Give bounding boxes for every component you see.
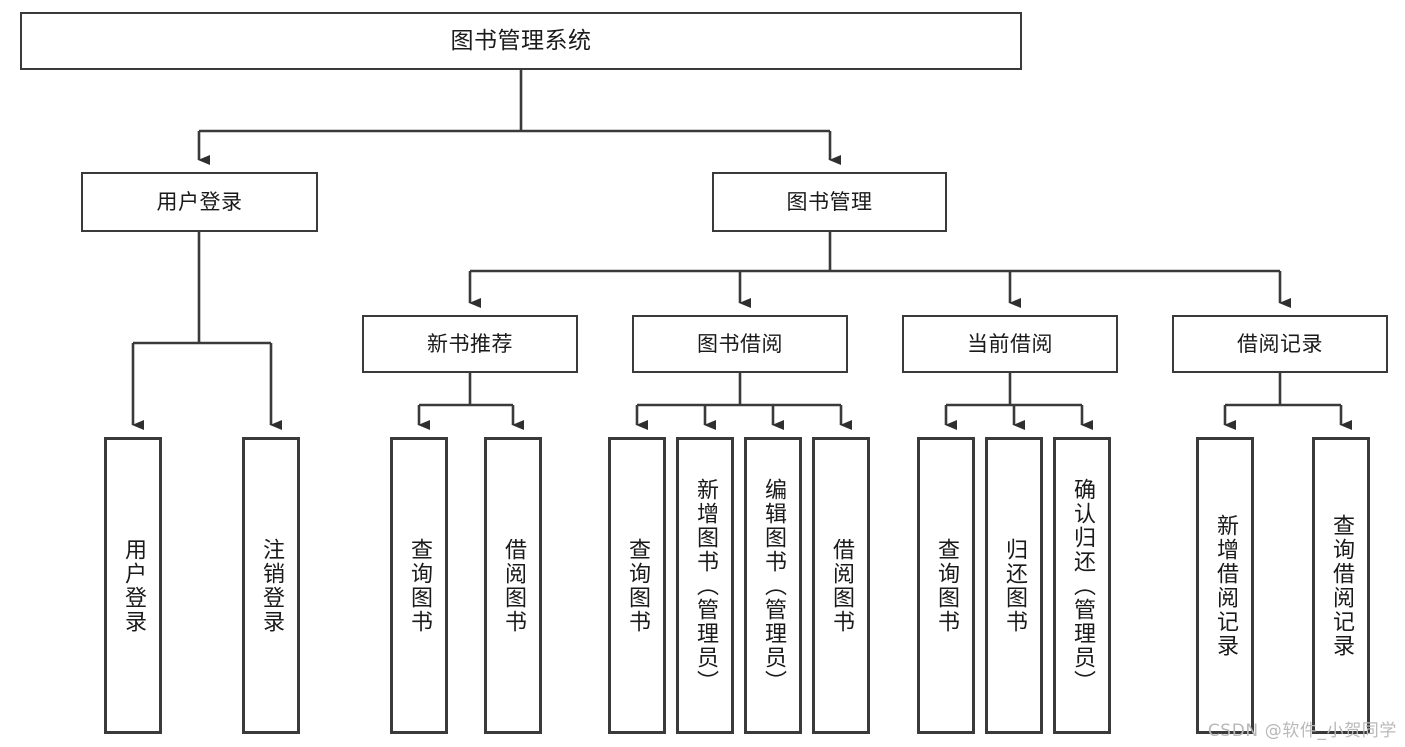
- node-user-login[interactable]: 用户登录: [81, 172, 318, 232]
- node-label: 借阅记录: [1237, 331, 1323, 356]
- node-root-system[interactable]: 图书管理系统: [20, 12, 1022, 70]
- node-label: 当前借阅: [967, 331, 1053, 356]
- node-label: 用户登录: [156, 189, 243, 214]
- leaf-query-borrow-record[interactable]: 查询借阅记录: [1312, 437, 1370, 734]
- node-label: 新增借阅记录: [1213, 513, 1238, 658]
- node-label: 图书管理: [786, 189, 873, 214]
- node-book-borrow[interactable]: 图书借阅: [632, 315, 848, 373]
- node-label: 查询图书: [934, 537, 959, 634]
- leaf-return-book[interactable]: 归还图书: [985, 437, 1043, 734]
- node-label: 注销登录: [259, 537, 284, 634]
- leaf-edit-book-admin[interactable]: 编辑图书（管理员）: [744, 437, 802, 734]
- node-book-management[interactable]: 图书管理: [712, 172, 947, 232]
- node-label: 确认归还（管理员）: [1070, 477, 1095, 694]
- node-borrow-record[interactable]: 借阅记录: [1172, 315, 1388, 373]
- node-label: 新书推荐: [427, 331, 513, 356]
- node-label: 编辑图书（管理员）: [761, 477, 786, 694]
- leaf-add-book-admin[interactable]: 新增图书（管理员）: [676, 437, 734, 734]
- node-label: 新增图书（管理员）: [693, 477, 718, 694]
- leaf-borrow-book[interactable]: 借阅图书: [812, 437, 870, 734]
- node-label: 借阅图书: [501, 537, 526, 634]
- leaf-query-book[interactable]: 查询图书: [608, 437, 666, 734]
- node-label: 查询借阅记录: [1329, 513, 1354, 658]
- leaf-logout[interactable]: 注销登录: [242, 437, 300, 734]
- node-label: 归还图书: [1002, 537, 1027, 634]
- node-current-borrow[interactable]: 当前借阅: [902, 315, 1118, 373]
- node-label: 图书借阅: [697, 331, 783, 356]
- leaf-user-login[interactable]: 用户登录: [104, 437, 162, 734]
- node-label: 图书管理系统: [450, 27, 592, 54]
- node-label: 用户登录: [121, 537, 146, 634]
- node-new-book-recommend[interactable]: 新书推荐: [362, 315, 578, 373]
- leaf-confirm-return-admin[interactable]: 确认归还（管理员）: [1053, 437, 1111, 734]
- leaf-query-book-current[interactable]: 查询图书: [917, 437, 975, 734]
- node-label: 借阅图书: [829, 537, 854, 634]
- leaf-add-borrow-record[interactable]: 新增借阅记录: [1196, 437, 1254, 734]
- leaf-query-book-recommend[interactable]: 查询图书: [390, 437, 448, 734]
- node-label: 查询图书: [407, 537, 432, 634]
- node-label: 查询图书: [625, 537, 650, 634]
- leaf-borrow-book-recommend[interactable]: 借阅图书: [484, 437, 542, 734]
